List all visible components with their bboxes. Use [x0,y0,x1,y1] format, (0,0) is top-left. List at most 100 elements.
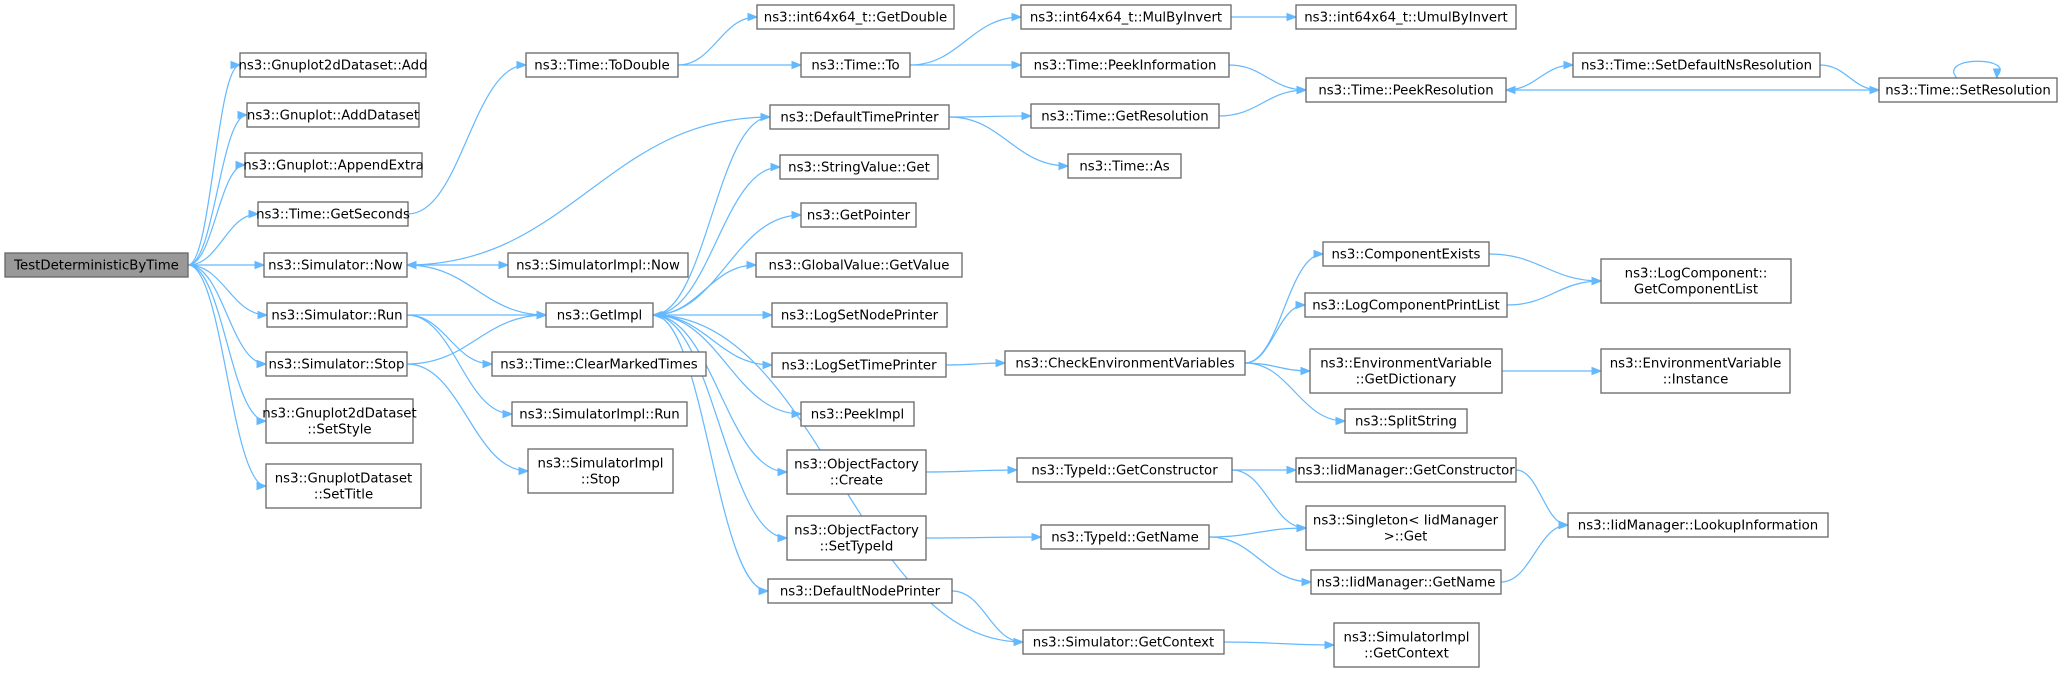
call-edge-sim-stop-to-get-impl [406,310,548,365]
call-edge-root-to-sim-stop [187,264,268,369]
function-node-label: ns3::DefaultTimePrinter [780,111,939,126]
function-node-label: ns3::SimulatorImpl::Run [519,408,679,423]
function-node-label: ns3::Time::GetSeconds [256,208,410,223]
function-node-check-env[interactable]: ns3::CheckEnvironmentVariables [1004,350,1246,376]
function-node-sim-now[interactable]: ns3::Simulator::Now [263,252,408,278]
function-node-env-instance[interactable]: ns3::EnvironmentVariable::Instance [1600,348,1791,394]
function-node-t-set-res[interactable]: ns3::Time::SetResolution [1878,77,2058,103]
function-node-of-create[interactable]: ns3::ObjectFactory::Create [786,449,927,495]
function-node-of-set-type[interactable]: ns3::ObjectFactory::SetTypeId [786,515,927,561]
function-node-singleton-get[interactable]: ns3::Singleton< IidManager>::Get [1305,505,1506,551]
function-node-label: ns3::SplitString [1355,415,1457,430]
function-node-label: ns3::SimulatorImpl [1344,631,1470,646]
call-edge-get-impl-to-str-val-get [652,162,782,316]
function-node-label: ns3::Simulator::Now [268,259,403,274]
function-node-env-get-dict[interactable]: ns3::EnvironmentVariable::GetDictionary [1309,348,1503,394]
function-node-peek-impl[interactable]: ns3::PeekImpl [800,401,915,427]
function-node-i64-get-double[interactable]: ns3::int64x64_t::GetDouble [756,4,955,30]
call-edge-t-to-to-i64-mul-by-inv [909,12,1023,66]
call-edge-def-node-printer-to-sim-get-ctx [951,590,1025,647]
function-node-label: ns3::EnvironmentVariable [1320,357,1492,372]
function-node-t-to[interactable]: ns3::Time::To [800,52,911,78]
function-node-t-get-res[interactable]: ns3::Time::GetResolution [1030,103,1220,129]
function-node-g2d-style[interactable]: ns3::Gnuplot2dDataset::SetStyle [262,398,417,444]
function-node-log-comp-get-list[interactable]: ns3::LogComponent::GetComponentList [1600,258,1792,304]
function-node-sim-run[interactable]: ns3::Simulator::Run [266,302,408,328]
function-node-t-peek-res[interactable]: ns3::Time::PeekResolution [1305,77,1507,103]
function-node-comp-exists[interactable]: ns3::ComponentExists [1322,241,1490,267]
call-edge-t-to-double-to-i64-get-double [677,12,759,66]
function-node-split-str[interactable]: ns3::SplitString [1344,408,1468,434]
function-node-gv-get-value[interactable]: ns3::GlobalValue::GetValue [755,252,963,278]
function-node-label: >::Get [1384,530,1428,545]
function-node-log-set-node[interactable]: ns3::LogSetNodePrinter [771,302,948,328]
function-node-label: ::Instance [1663,373,1729,388]
root-function-node[interactable]: TestDeterministicByTime [4,252,189,278]
function-node-g2d-add[interactable]: ns3::Gnuplot2dDataset::Add [238,52,428,78]
function-node-label: ::SetStyle [307,423,371,438]
function-node-gds-title[interactable]: ns3::GnuplotDataset::SetTitle [265,463,422,509]
function-node-str-val-get[interactable]: ns3::StringValue::Get [779,154,939,180]
function-node-sim-stop[interactable]: ns3::Simulator::Stop [265,351,408,377]
function-node-i64-umul-by-inv[interactable]: ns3::int64x64_t::UmulByInvert [1295,4,1517,30]
call-edge-t-set-res-to-t-set-res [1953,60,2002,80]
call-edge-sim-run-to-sim-impl-run [406,314,514,419]
function-node-get-impl[interactable]: ns3::GetImpl [545,302,654,328]
call-edge-root-to-g-append [187,160,247,266]
function-node-iid-get-ctor[interactable]: ns3::IidManager::GetConstructor [1295,457,1517,483]
function-node-label: ns3::Gnuplot::AppendExtra [243,159,424,174]
function-node-label: ns3::GlobalValue::GetValue [769,259,950,274]
call-edge-t-get-res-to-t-peek-res [1218,85,1308,117]
call-edge-root-to-g-add-ds [187,110,249,266]
function-node-label: ::Create [830,474,883,489]
call-edge-root-to-g2d-add [187,60,242,266]
function-node-label: ns3::Time::GetResolution [1041,110,1208,125]
function-node-t-get-sec[interactable]: ns3::Time::GetSeconds [256,201,410,227]
call-edge-check-env-to-split-str [1244,362,1347,426]
call-edge-check-env-to-log-comp-print [1244,300,1307,364]
function-node-label: ns3::LogSetNodePrinter [781,309,939,324]
call-edge-env-get-dict-to-env-instance [1501,366,1603,376]
function-node-tid-get-name[interactable]: ns3::TypeId::GetName [1040,524,1210,550]
function-node-i64-mul-by-inv[interactable]: ns3::int64x64_t::MulByInvert [1020,4,1232,30]
function-node-sim-impl-get-ctx[interactable]: ns3::SimulatorImpl::GetContext [1333,622,1480,668]
function-node-log-comp-print[interactable]: ns3::LogComponentPrintList [1304,292,1508,318]
call-edge-get-impl-to-gv-get-value [652,260,758,316]
function-node-label: ns3::Gnuplot2dDataset::Add [238,59,427,74]
function-node-sim-impl-stop[interactable]: ns3::SimulatorImpl::Stop [527,448,674,494]
function-node-get-pointer[interactable]: ns3::GetPointer [800,202,917,228]
function-node-label: ns3::LogComponent:: [1625,267,1768,282]
function-node-t-to-double[interactable]: ns3::Time::ToDouble [525,52,679,78]
function-node-t-set-def-ns[interactable]: ns3::Time::SetDefaultNsResolution [1572,52,1821,78]
function-node-sim-impl-now[interactable]: ns3::SimulatorImpl::Now [507,252,689,278]
call-edge-tid-get-ctor-to-singleton-get [1231,469,1308,533]
function-node-label: ns3::PeekImpl [811,408,904,423]
function-node-label: ns3::GetImpl [557,309,642,324]
function-node-label: ns3::Time::To [811,59,899,74]
function-node-label: ns3::SimulatorImpl [538,457,664,472]
function-node-label: ns3::Simulator::Run [271,309,402,324]
function-node-t-peek-info[interactable]: ns3::Time::PeekInformation [1020,52,1230,78]
call-edge-root-to-g2d-style [187,264,268,426]
function-node-g-append[interactable]: ns3::Gnuplot::AppendExtra [243,152,424,178]
call-edge-tid-get-name-to-iid-get-name [1208,536,1313,587]
function-node-t-as[interactable]: ns3::Time::As [1067,153,1182,179]
function-node-label: ns3::ObjectFactory [794,524,919,539]
function-node-label: ns3::GetPointer [807,209,911,224]
call-edge-t-to-to-t-peek-info [910,60,1023,70]
function-node-label: ns3::LogSetTimePrinter [781,359,937,374]
function-node-def-time-printer[interactable]: ns3::DefaultTimePrinter [769,104,950,130]
function-node-iid-lookup[interactable]: ns3::IidManager::LookupInformation [1567,512,1829,538]
call-edge-t-set-def-ns-to-t-set-res [1819,64,1881,95]
function-node-label: ::GetContext [1364,647,1449,662]
function-node-g-add-ds[interactable]: ns3::Gnuplot::AddDataset [246,102,420,128]
function-node-sim-get-ctx[interactable]: ns3::Simulator::GetContext [1022,629,1225,655]
function-node-tid-get-ctor[interactable]: ns3::TypeId::GetConstructor [1016,457,1233,483]
function-node-sim-impl-run[interactable]: ns3::SimulatorImpl::Run [511,401,688,427]
function-node-t-clear[interactable]: ns3::Time::ClearMarkedTimes [491,351,707,377]
function-node-def-node-printer[interactable]: ns3::DefaultNodePrinter [767,578,953,604]
function-node-log-set-time[interactable]: ns3::LogSetTimePrinter [771,352,947,378]
function-node-iid-get-name[interactable]: ns3::IidManager::GetName [1310,569,1502,595]
function-node-label: ::SetTitle [314,488,373,503]
